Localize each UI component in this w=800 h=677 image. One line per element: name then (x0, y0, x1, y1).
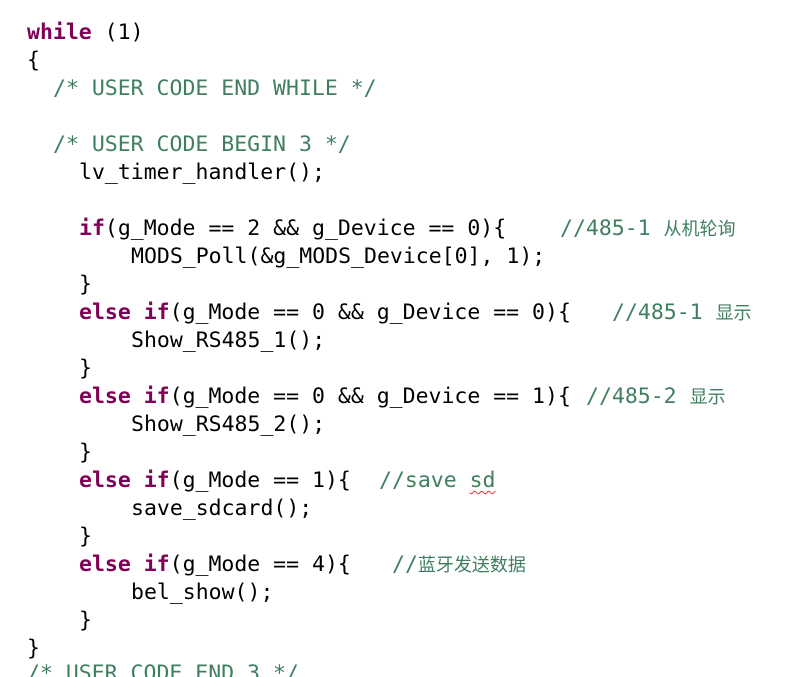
code-line: } (79, 271, 92, 299)
code-text: MODS_Poll(&g_MODS_Device[0], 1); (131, 244, 546, 269)
code-text: save_sdcard(); (131, 496, 313, 521)
code-line: /* USER CODE END 3 */ (27, 660, 299, 677)
code-text: } (79, 272, 92, 297)
keyword: else (79, 468, 131, 493)
code-text: (g_Mode == 0 && g_Device == 0){ (169, 300, 571, 325)
code-line: } (79, 439, 92, 467)
code-line: lv_timer_handler(); (79, 159, 325, 187)
code-line: bel_show(); (131, 579, 273, 607)
keyword: else (79, 384, 131, 409)
comment-text: // (392, 552, 418, 577)
code-text: bel_show(); (131, 580, 274, 605)
comment: //蓝牙发送数据 (392, 551, 526, 579)
code-text: (g_Mode == 4){ (169, 552, 351, 577)
code-text: (1) (91, 20, 144, 45)
comment: //485-2 显示 (586, 383, 726, 411)
comment-text-cn: 从机轮询 (663, 219, 736, 240)
code-text: } (79, 608, 92, 633)
code-line: /* USER CODE BEGIN 3 */ (53, 131, 351, 159)
comment-text: //485-2 (586, 384, 690, 409)
code-text: } (79, 356, 92, 381)
code-line: } (79, 523, 92, 551)
code-line: if(g_Mode == 2 && g_Device == 0){ (79, 215, 506, 243)
code-line: MODS_Poll(&g_MODS_Device[0], 1); (131, 243, 545, 271)
keyword: if (143, 468, 170, 493)
comment-text: //save (379, 468, 470, 493)
code-text: (g_Mode == 2 && g_Device == 0){ (104, 216, 507, 241)
keyword: if (143, 384, 170, 409)
comment: //485-1 从机轮询 (560, 215, 736, 243)
code-line: { (27, 47, 40, 75)
code-line: else if(g_Mode == 0 && g_Device == 0){ (79, 299, 571, 327)
spellcheck-word[interactable]: sd (469, 468, 496, 493)
code-line: else if(g_Mode == 4){ (79, 551, 351, 579)
comment: //485-1 显示 (612, 299, 752, 327)
code-text: lv_timer_handler(); (79, 160, 325, 185)
keyword: if (79, 216, 105, 241)
comment: //save sd (379, 467, 496, 495)
code-text: } (79, 440, 92, 465)
keyword: else (79, 552, 131, 577)
code-text: Show_RS485_1(); (131, 328, 326, 353)
code-line: /* USER CODE END WHILE */ (53, 75, 377, 103)
code-line: save_sdcard(); (131, 495, 312, 523)
comment-text-cn: 蓝牙发送数据 (417, 555, 526, 576)
comment-text-cn: 显示 (715, 303, 752, 324)
comment-text: //485-1 (612, 300, 716, 325)
keyword: else (79, 300, 131, 325)
comment-text-cn: 显示 (689, 387, 726, 408)
code-line: Show_RS485_1(); (131, 327, 325, 355)
code-line: else if(g_Mode == 0 && g_Device == 1){ (79, 383, 571, 411)
code-line: else if(g_Mode == 1){ (79, 467, 351, 495)
comment: /* USER CODE END 3 */ (27, 661, 299, 677)
code-text: (g_Mode == 0 && g_Device == 1){ (169, 384, 571, 409)
comment: /* USER CODE END WHILE */ (53, 76, 377, 101)
code-line: } (79, 355, 92, 383)
keyword: while (27, 20, 92, 45)
code-line: } (79, 607, 92, 635)
comment-text: //485-1 (560, 216, 664, 241)
code-text: (g_Mode == 1){ (169, 468, 351, 493)
code-text: } (27, 636, 40, 661)
code-text: Show_RS485_2(); (131, 412, 326, 437)
comment: /* USER CODE BEGIN 3 */ (53, 132, 351, 157)
code-line: Show_RS485_2(); (131, 411, 325, 439)
code-text: { (27, 48, 40, 73)
keyword: if (143, 300, 170, 325)
code-line: } (27, 635, 40, 663)
code-text: } (79, 524, 92, 549)
keyword: if (143, 552, 170, 577)
code-line: while (1) (27, 19, 144, 47)
